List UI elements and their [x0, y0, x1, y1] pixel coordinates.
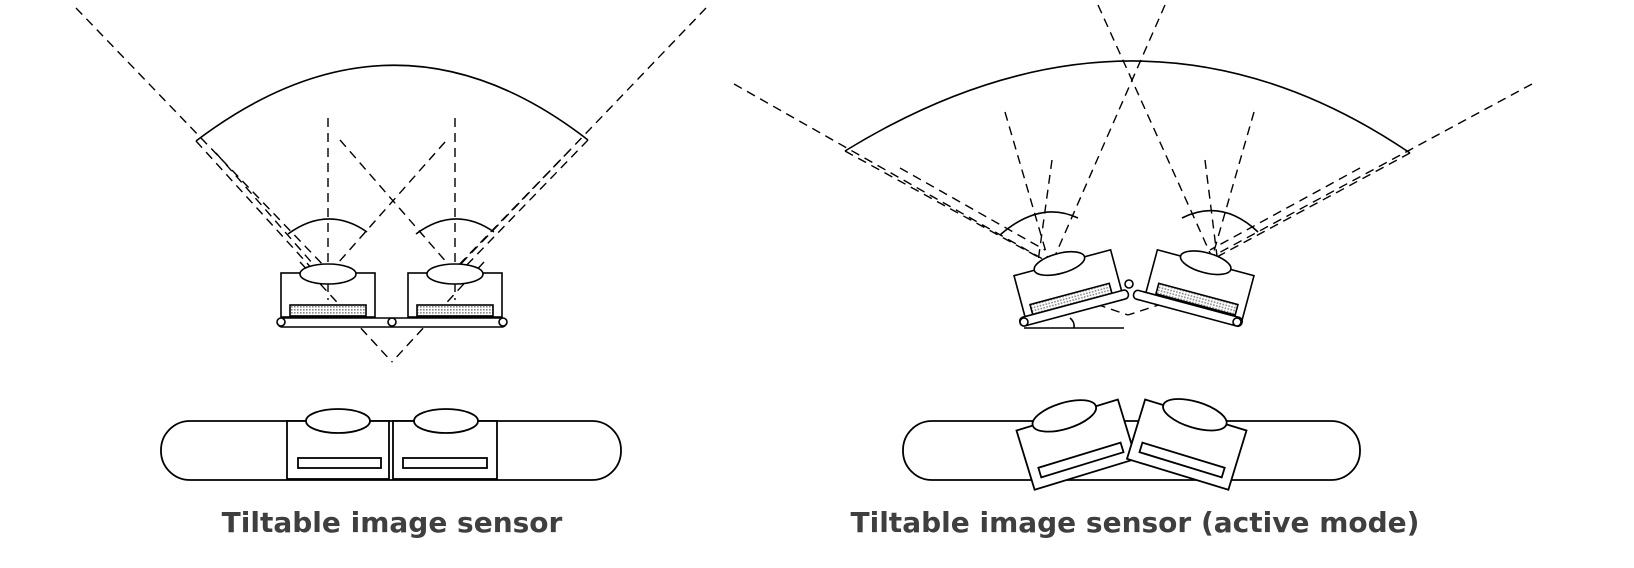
- left-lens2-fov-arc: [415, 218, 495, 235]
- left-camera-module-1: [280, 263, 376, 318]
- right-lens2-fov-arc: [1181, 209, 1259, 233]
- right-top-view: [733, 4, 1533, 329]
- right-lens1-fov-arc: [999, 211, 1079, 236]
- right-combined-fov-arc: [844, 60, 1411, 154]
- caption-tiltable-image-sensor-active-mode: Tiltable image sensor (active mode): [850, 506, 1420, 539]
- left-lens1-fov-arc: [287, 218, 368, 235]
- right-front-view: [902, 398, 1361, 491]
- left-housing: [160, 420, 622, 481]
- left-fov-lines: [75, 7, 707, 363]
- right-fov-lines: [733, 4, 1533, 321]
- left-combined-fov-arc: [195, 64, 589, 142]
- left-camera-module-2: [407, 263, 503, 318]
- right-sensor-box-1: [1015, 398, 1138, 491]
- caption-tiltable-image-sensor: Tiltable image sensor: [221, 506, 563, 539]
- left-top-view: [75, 7, 707, 363]
- left-front-view: [160, 408, 622, 481]
- right-camera-module-2: [1144, 248, 1255, 322]
- right-sensor-box-2: [1125, 398, 1248, 491]
- right-baseplate-right: [1132, 289, 1244, 328]
- right-tilt-angle-arc: [1069, 317, 1075, 329]
